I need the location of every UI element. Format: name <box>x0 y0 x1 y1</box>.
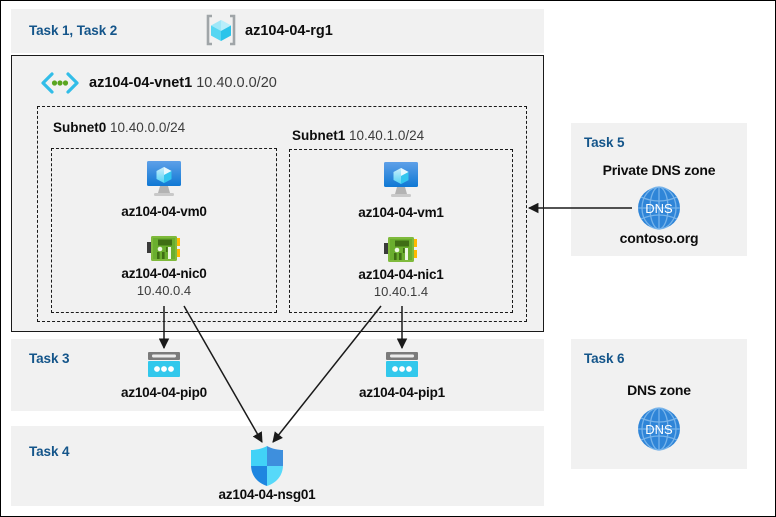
task3-label: Task 3 <box>29 351 70 366</box>
nic1-private-ip: 10.40.1.4 <box>373 283 429 299</box>
network-security-group-icon <box>249 445 285 487</box>
nsg-name: az104-04-nsg01 <box>218 487 316 502</box>
task5-label: Task 5 <box>584 135 625 150</box>
network-interface-icon <box>384 235 418 265</box>
vnet-address-space: 10.40.0.0/20 <box>196 75 277 91</box>
pip0-node: az104-04-pip0 <box>84 385 244 402</box>
nic0-node: az104-04-nic0 10.40.0.4 <box>84 266 244 300</box>
dns-zone-icon: DNS <box>636 185 682 231</box>
task1-task2-panel <box>11 9 544 53</box>
subnet1-cidr: 10.40.1.0/24 <box>349 128 425 143</box>
subnet1-name: Subnet1 <box>292 128 346 143</box>
pip1-name: az104-04-pip1 <box>359 385 445 400</box>
subnet1-title: Subnet1 10.40.1.0/24 <box>292 128 424 143</box>
vnet-name: az104-04-vnet1 <box>89 75 193 91</box>
public-ip-address-icon <box>384 351 420 381</box>
subnet0-name: Subnet0 <box>53 120 107 135</box>
vnet-title: az104-04-vnet1 10.40.0.0/20 <box>89 75 277 91</box>
vm1-name: az104-04-vm1 <box>358 205 444 220</box>
resource-group-name: az104-04-rg1 <box>245 23 333 39</box>
pip0-name: az104-04-pip0 <box>121 385 207 400</box>
virtual-machine-icon <box>379 160 423 198</box>
task6-title: DNS zone <box>571 382 747 398</box>
task5-zone-node: contoso.org <box>571 230 747 246</box>
pip1-node: az104-04-pip1 <box>322 385 482 402</box>
virtual-machine-icon <box>142 159 186 197</box>
private-dns-zone-title: Private DNS zone <box>602 162 716 178</box>
task1-task2-label: Task 1, Task 2 <box>29 23 118 38</box>
task6-label: Task 6 <box>584 351 625 366</box>
subnet0-title: Subnet0 10.40.0.0/24 <box>53 120 185 135</box>
task5-title: Private DNS zone <box>571 162 747 178</box>
nic1-node: az104-04-nic1 10.40.1.4 <box>321 267 481 301</box>
nic0-private-ip: 10.40.0.4 <box>136 282 192 298</box>
resource-group-icon <box>204 14 238 46</box>
virtual-network-icon <box>39 72 81 94</box>
network-interface-icon <box>147 234 181 264</box>
nic1-name: az104-04-nic1 <box>358 267 444 282</box>
public-ip-address-icon <box>146 351 182 381</box>
subnet0-cidr: 10.40.0.0/24 <box>110 120 186 135</box>
dns-zone-icon: DNS <box>636 406 682 452</box>
nic0-name: az104-04-nic0 <box>121 266 207 281</box>
subnet1-box <box>289 149 513 313</box>
resource-group-name-text: az104-04-rg1 <box>245 23 333 39</box>
vm1-node: az104-04-vm1 <box>321 205 481 222</box>
task4-label: Task 4 <box>29 444 70 459</box>
vnet-panel <box>11 55 544 332</box>
vm0-name: az104-04-vm0 <box>121 204 207 219</box>
svg-text:DNS: DNS <box>645 201 673 216</box>
svg-text:DNS: DNS <box>645 422 673 437</box>
private-dns-zone-name: contoso.org <box>619 230 699 246</box>
nsg-node: az104-04-nsg01 <box>187 487 347 504</box>
dns-zone-title: DNS zone <box>627 382 691 398</box>
vm0-node: az104-04-vm0 <box>84 204 244 221</box>
